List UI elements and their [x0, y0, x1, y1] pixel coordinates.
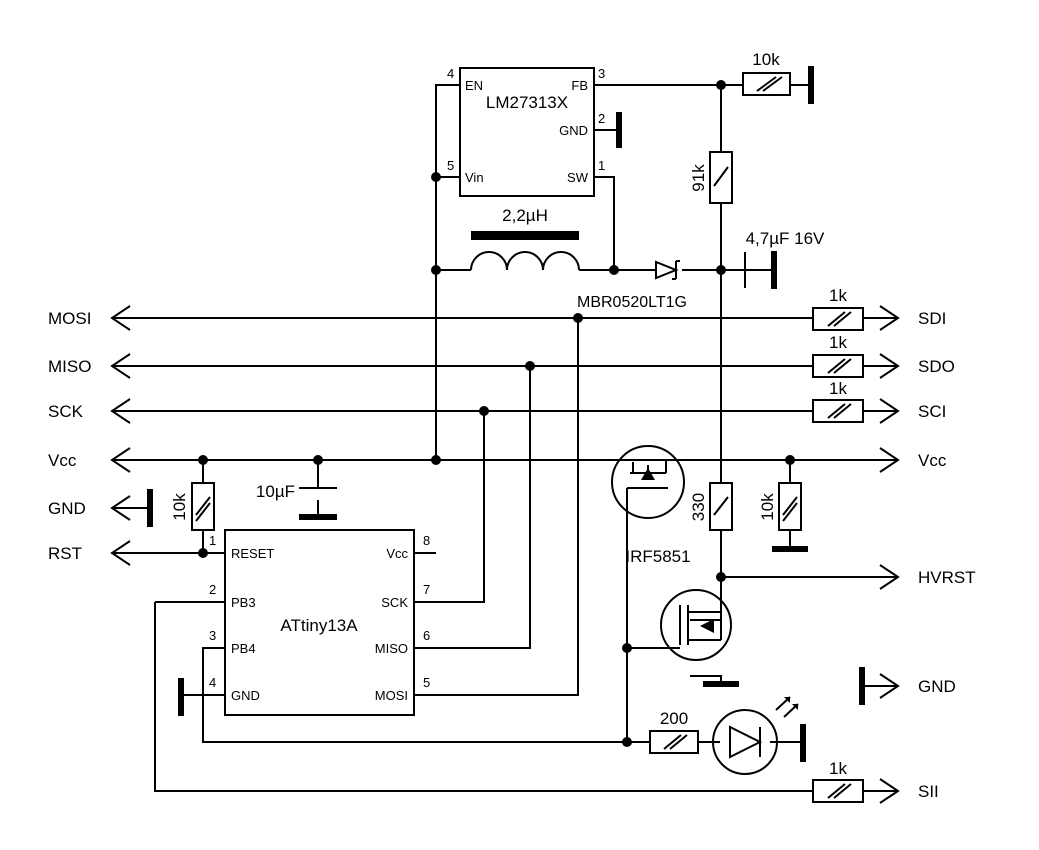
port-gnd-left: GND: [48, 499, 86, 518]
mcu-name: ATtiny13A: [280, 616, 358, 635]
pin-label-gnd: GND: [559, 123, 588, 138]
en-wire: [435, 84, 460, 460]
port-sck: SCK: [48, 402, 84, 421]
mcu-pin-reset: RESET: [231, 546, 274, 561]
resistor-sdo: 1k: [812, 333, 864, 378]
resistor-sci: 1k: [812, 379, 864, 423]
mosfet-n: [660, 589, 732, 661]
mcu-ic: ATtiny13A RESET PB3 PB4 GND Vcc SCK MISO…: [209, 529, 430, 716]
mcu-num-5: 5: [423, 675, 430, 690]
pin-num-fb: 3: [598, 66, 605, 81]
mcu-pin-sck: SCK: [381, 595, 408, 610]
regulator-ic: LM27313X EN FB GND Vin SW 4 3 2 5 1: [447, 66, 605, 197]
cap-in-label: 10µF: [256, 482, 295, 501]
mcu-pin-gnd: GND: [231, 688, 260, 703]
resistor-label: 1k: [829, 333, 847, 352]
ground-symbol: [616, 112, 622, 148]
port-hvrst: HVRST: [918, 568, 976, 587]
sii-line: [154, 602, 898, 792]
port-gnd-right: GND: [918, 677, 956, 696]
mcu-num-3: 3: [209, 628, 216, 643]
port-sdo: SDO: [918, 357, 955, 376]
diode-label: MBR0520LT1G: [577, 294, 687, 311]
resistor-label: 91k: [689, 164, 708, 192]
mcu-pin-pb3: PB3: [231, 595, 256, 610]
mosi-mcu-wire: [414, 318, 579, 696]
pin-num-gnd: 2: [598, 111, 605, 126]
sck-mcu-wire: [414, 411, 485, 603]
port-sii: SII: [918, 782, 939, 801]
resistor-label: 10k: [758, 493, 777, 521]
cap-out: 4,7µF 16V: [744, 229, 825, 289]
resistor-label: 200: [660, 709, 688, 728]
pin-label-sw: SW: [567, 170, 589, 185]
ground-symbol: [808, 66, 814, 104]
mcu-num-4: 4: [209, 675, 216, 690]
resistor-label: 1k: [829, 759, 847, 778]
pin-num-vin: 5: [447, 158, 454, 173]
ground-symbol: [703, 681, 739, 687]
pin-label-en: EN: [465, 78, 483, 93]
sw-wire: [594, 176, 615, 270]
cap-out-label: 4,7µF 16V: [746, 229, 825, 248]
mcu-num-7: 7: [423, 582, 430, 597]
resistor-label: 330: [689, 493, 708, 521]
miso-mcu-wire: [414, 366, 531, 649]
mcu-pin-pb4: PB4: [231, 641, 256, 656]
ground-symbol: [147, 489, 153, 527]
pin-label-vin: Vin: [465, 170, 484, 185]
ground-symbol: [178, 678, 184, 716]
resistor-label: 1k: [829, 286, 847, 305]
cap-in: 10µF: [256, 482, 337, 520]
inductor-label: 2,2µH: [502, 206, 548, 225]
pin-label-fb: FB: [571, 78, 588, 93]
mcu-num-1: 1: [209, 533, 216, 548]
resistor-reset: 10k: [170, 482, 215, 531]
ground-symbol: [772, 546, 808, 552]
port-sdi: SDI: [918, 309, 946, 328]
pin-num-en: 4: [447, 66, 454, 81]
mcu-num-8: 8: [423, 533, 430, 548]
right-ports: SDI SDO SCI Vcc HVRST GND SII: [859, 305, 976, 804]
resistor-label: 10k: [752, 50, 780, 69]
mcu-num-6: 6: [423, 628, 430, 643]
regulator-name: LM27313X: [486, 93, 568, 112]
port-vcc-left: Vcc: [48, 451, 77, 470]
resistor-led: 200: [649, 709, 699, 754]
mosfet-p-label: IRF5851: [625, 547, 690, 566]
resistor-fb-top: 10k: [742, 50, 791, 96]
resistor-sdi: 1k: [812, 286, 864, 331]
diode: MBR0520LT1G: [577, 260, 687, 311]
port-mosi: MOSI: [48, 309, 91, 328]
port-rst: RST: [48, 544, 82, 563]
mcu-pin-miso: MISO: [375, 641, 408, 656]
resistor-gate: 10k: [758, 482, 802, 531]
inductor: 2,2µH: [470, 206, 580, 271]
port-vcc-right: Vcc: [918, 451, 947, 470]
mosfet-p: IRF5851: [611, 445, 691, 566]
port-miso: MISO: [48, 357, 91, 376]
resistor-330: 330: [689, 482, 733, 531]
left-ports: MOSI MISO SCK Vcc GND RST: [48, 305, 153, 566]
nmos-drain: [690, 619, 722, 683]
mcu-num-2: 2: [209, 582, 216, 597]
resistor-fb: 91k: [689, 151, 733, 204]
resistor-label: 10k: [170, 493, 189, 521]
junctions: [198, 80, 795, 747]
port-sci: SCI: [918, 402, 946, 421]
wires: [112, 84, 898, 792]
mcu-pin-mosi: MOSI: [375, 688, 408, 703]
led: [712, 696, 799, 775]
mcu-pin-vcc: Vcc: [386, 546, 408, 561]
pin-num-sw: 1: [598, 158, 605, 173]
resistor-sii: 1k: [812, 759, 864, 803]
resistor-label: 1k: [829, 379, 847, 398]
ground-symbol: [859, 667, 865, 705]
ground-symbol: [800, 724, 806, 762]
